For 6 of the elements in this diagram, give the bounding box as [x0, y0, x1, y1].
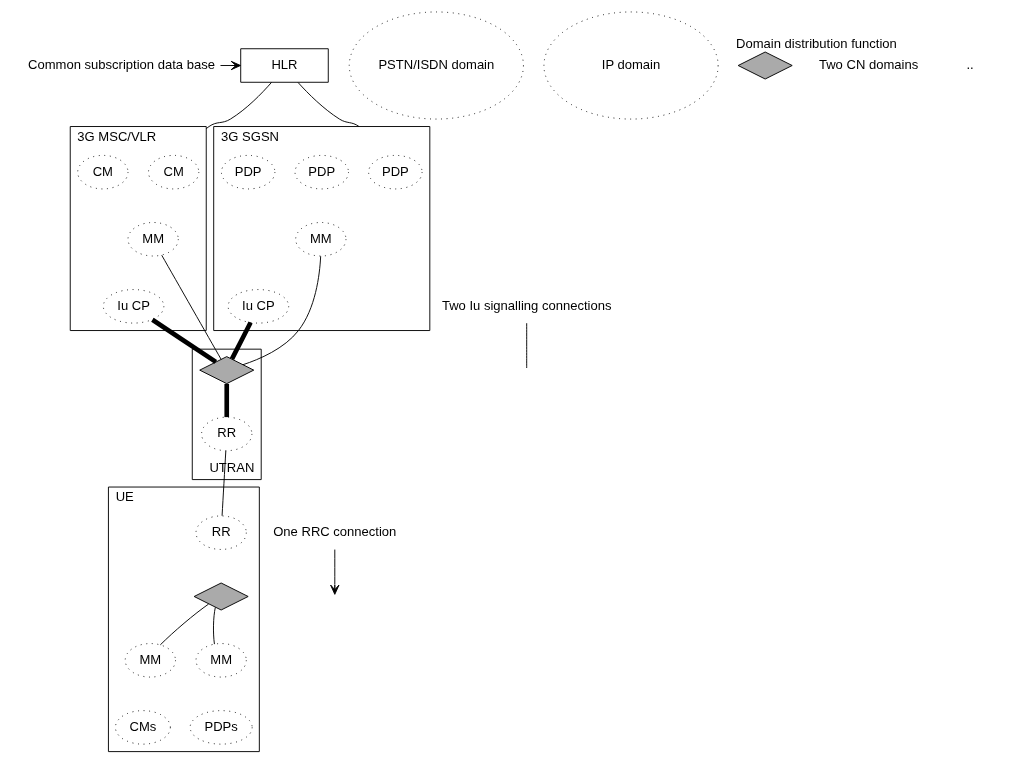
label: Two CN domains: [818, 56, 919, 72]
node-text: Common subscription data base: [28, 56, 215, 72]
node-label: Domain distribution function: [736, 36, 897, 52]
node-text: Two Iu signalling connections: [441, 297, 612, 313]
node-text: One RRC connection: [273, 524, 397, 540]
label: ..: [966, 56, 974, 72]
